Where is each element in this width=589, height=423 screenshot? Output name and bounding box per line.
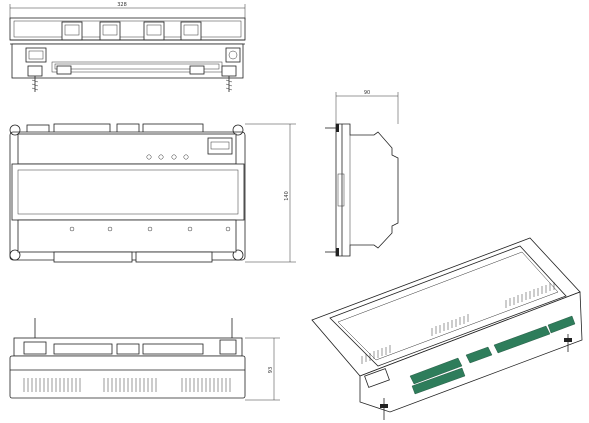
front-height-label: 140 [284,191,290,201]
mount-screws-top [31,76,233,92]
top-view: 328 [9,2,246,92]
side-depth-label: 90 [364,90,370,96]
front-leds-top [146,154,189,160]
bottom-vents [23,378,231,392]
front-view: 140 [9,123,296,263]
ethernet-port [25,47,47,63]
isometric-view [311,237,583,420]
dip-switch [207,137,233,155]
iso-vents [361,282,555,364]
top-width-label: 328 [117,2,127,8]
bottom-height-label: 93 [268,367,274,373]
top-connectors [61,21,202,41]
side-view: 90 [325,90,399,257]
front-leds-bottom [69,226,231,232]
iso-terminals [409,315,576,395]
front-bottom-terminals [53,251,213,263]
power-connector [225,47,241,63]
side-screws [325,124,339,256]
bottom-view: 93 [9,318,280,401]
